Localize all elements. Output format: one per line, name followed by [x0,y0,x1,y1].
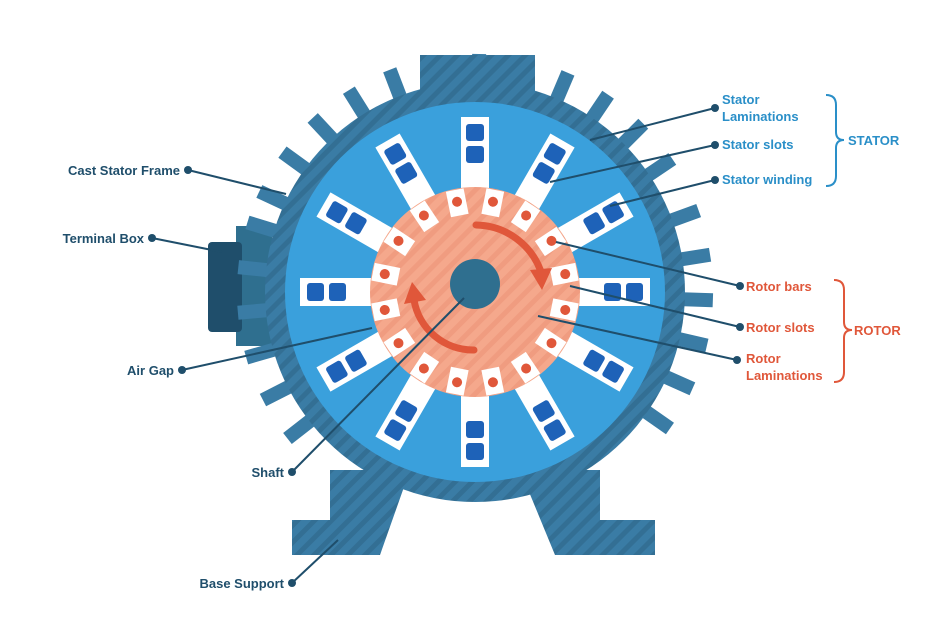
label-stator-slots: Stator slots [722,137,794,152]
rotor-bar [418,210,429,221]
rotor-slot [510,200,541,233]
stator-winding-coil [326,360,348,383]
rotor-bar [521,363,532,374]
rotor-slot [383,327,416,358]
leader-dots [148,104,744,587]
stator-winding-coil [466,124,484,141]
label-rotor-laminations-line2: Laminations [746,368,823,383]
stator-winding-coil [395,400,418,422]
stator-winding-coil [532,162,555,184]
stator-winding-coil [602,201,624,224]
stator-slot [461,392,489,467]
rotor-slot [534,327,567,358]
rotation-arrows [410,221,546,354]
stator-slot [575,278,650,306]
stator-winding-coil [345,349,367,372]
terminal-box [208,226,272,346]
rotor-bar [393,235,404,246]
stator-slot [316,329,396,392]
label-stator-laminations-line2: Laminations [722,109,799,124]
group-label-rotor: ROTOR [854,323,901,338]
rotor-bar [546,235,557,246]
rotor-bar [487,196,498,207]
rotor-bar [393,338,404,349]
rotor-slot [510,351,541,384]
stator-slot [554,329,634,392]
label-cast-stator-frame: Cast Stator Frame [68,163,180,178]
label-shaft: Shaft [252,465,285,480]
rotor-slot [481,188,505,218]
stator-winding-coil [543,419,566,441]
rotor-bar [560,304,571,315]
rotor-slot [481,366,505,396]
stator-winding-coil [384,419,407,441]
rotor-bar [487,377,498,388]
stator-brace [825,94,845,187]
rotor-slot [445,188,469,218]
stator-winding-coil [466,443,484,460]
rotor-slot [371,298,401,322]
rotor-bar [560,269,571,280]
stator-winding-coil [345,212,367,235]
stator-slot [375,133,438,213]
stator-winding-coil [326,201,348,224]
rotor-bar [546,338,557,349]
stator-slot [512,133,575,213]
arrow-head-left [404,282,426,304]
leader-lines [151,107,741,584]
rotor-slot [549,262,579,286]
rotor-bars-group [371,188,579,396]
rotor-slot [409,200,440,233]
label-rotor-laminations-line1: Rotor [746,351,781,366]
stator-slot [375,371,438,451]
rotor-bar [521,210,532,221]
stator-winding-coil [602,360,624,383]
stator-slot [316,192,396,255]
rotor-slot [371,262,401,286]
arrow-head-right [530,268,552,290]
rotor-slot [534,226,567,257]
stator-winding-coil [626,283,643,301]
base-support [292,470,655,555]
rotor-slot [549,298,579,322]
stator-winding-coil [532,400,555,422]
rotor-brace [833,279,853,383]
group-label-stator: STATOR [848,133,900,148]
stator-winding-coil [395,162,418,184]
stator-winding-coil [329,283,346,301]
stator-winding-coil [307,283,324,301]
stator-slot [300,278,375,306]
stator-winding-coil [543,143,566,165]
label-rotor-bars: Rotor bars [746,279,812,294]
stator-winding-coil [466,421,484,438]
rotor-slot [445,366,469,396]
stator-slot [461,117,489,192]
rotor-bar [418,363,429,374]
label-terminal-box: Terminal Box [63,231,145,246]
label-base-support: Base Support [199,576,284,591]
label-air-gap: Air Gap [127,363,174,378]
stator-slots-group [300,117,650,467]
label-stator-winding: Stator winding [722,172,812,187]
stator-slot [512,371,575,451]
label-rotor-slots: Rotor slots [746,320,815,335]
stator-slot [554,192,634,255]
rotor-bar [452,377,463,388]
shaft [450,259,500,309]
rotor-bar [452,196,463,207]
rotor-slot [409,351,440,384]
rotor-bar [379,304,390,315]
stator-winding-coil [384,143,407,165]
stator-winding-coil [583,212,605,235]
label-stator-laminations-line1: Stator [722,92,760,107]
rotor-bar [379,269,390,280]
rotor-slot [383,226,416,257]
stator-winding-coil [583,349,605,372]
stator-winding-coil [466,146,484,163]
